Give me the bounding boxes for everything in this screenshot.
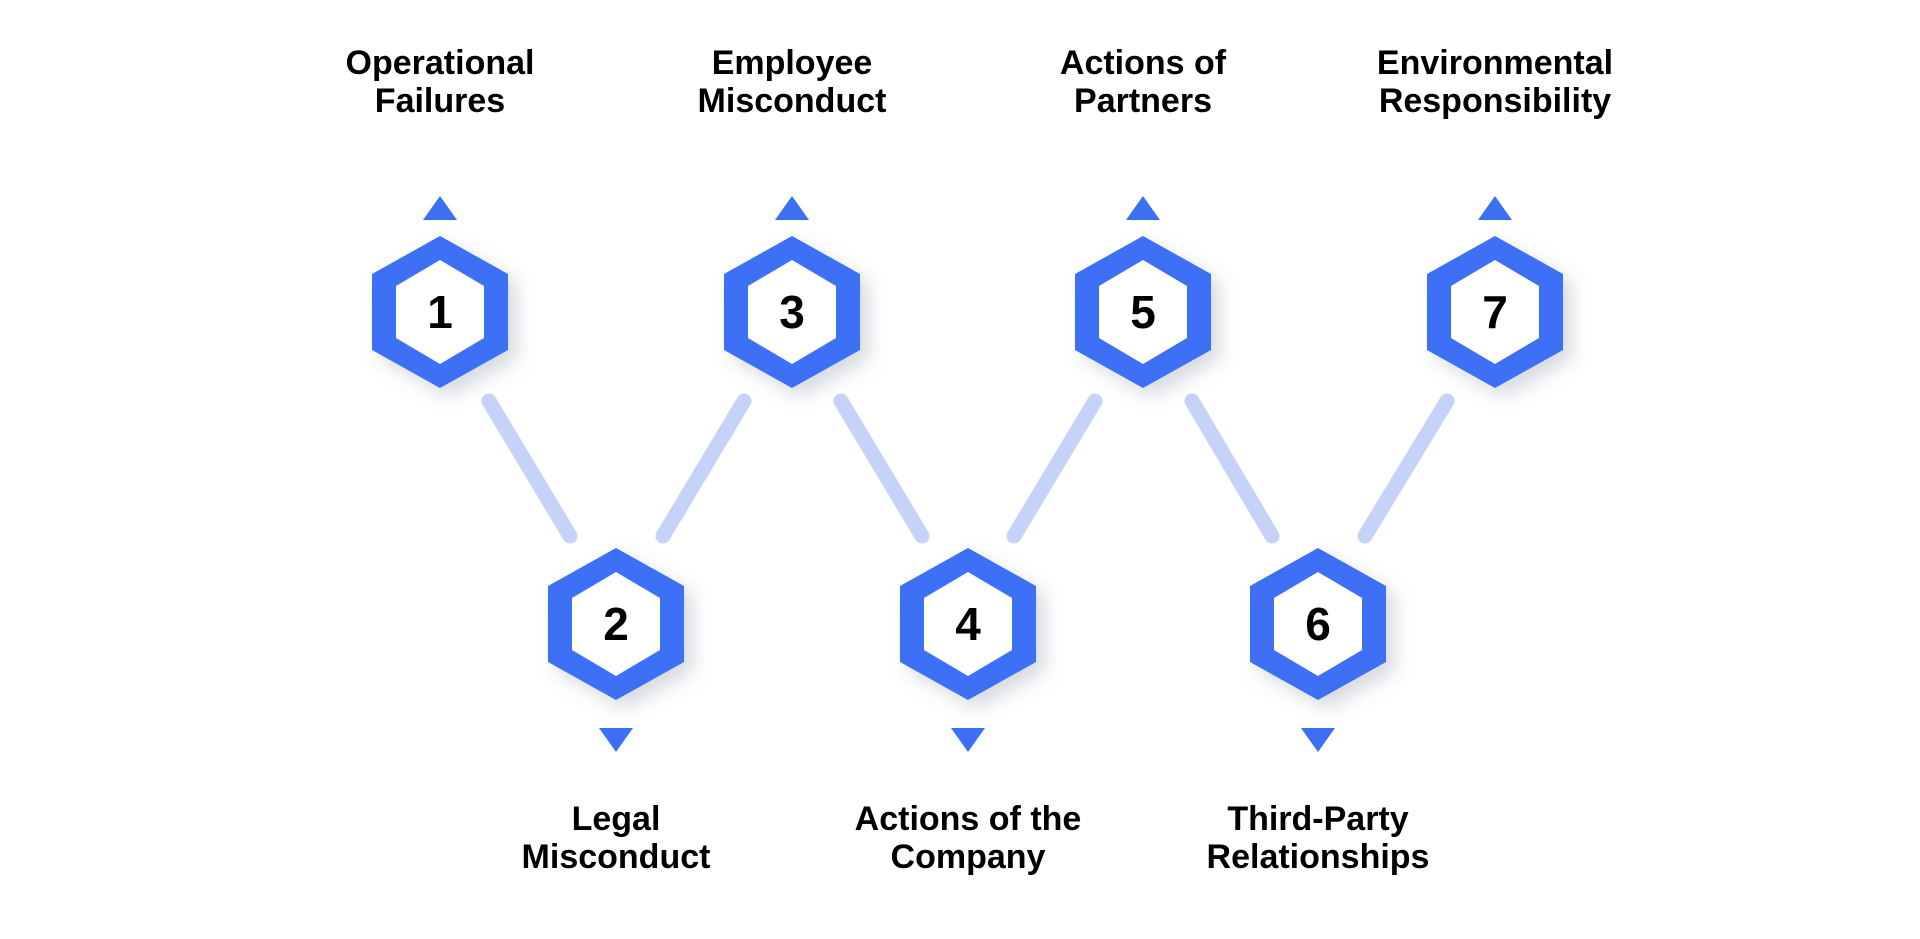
hexagon-node-2[interactable]: 2 xyxy=(540,540,692,708)
hexagon-core xyxy=(1274,572,1362,676)
hexagon-node-4[interactable]: 4 xyxy=(892,540,1044,708)
node-number-7: 7 xyxy=(1482,286,1508,338)
arrow-down-icon-2 xyxy=(599,728,633,752)
node-number-4: 4 xyxy=(955,598,981,650)
hexagon-core xyxy=(924,572,1012,676)
node-label-2: Legal Misconduct xyxy=(521,800,711,877)
hexagon-shape-5 xyxy=(1075,236,1211,388)
arrow-up-icon-7 xyxy=(1478,196,1512,220)
node-label-7: Environmental Responsibility xyxy=(1376,44,1614,121)
node-label-6: Third-Party Relationships xyxy=(1206,800,1430,877)
arrow-up-icon-3 xyxy=(775,196,809,220)
hexagon-core xyxy=(748,260,836,364)
hexagon-core xyxy=(1451,260,1539,364)
node-number-6: 6 xyxy=(1305,598,1331,650)
hexagon-node-5[interactable]: 5 xyxy=(1067,228,1219,396)
node-number-2: 2 xyxy=(603,598,629,650)
hexagon-core xyxy=(396,260,484,364)
hexagon-node-1[interactable]: 1 xyxy=(364,228,516,396)
hexagon-shape-1 xyxy=(372,236,508,388)
node-label-3: Employee Misconduct xyxy=(697,44,887,121)
arrow-down-icon-4 xyxy=(951,728,985,752)
hexagon-shape-7 xyxy=(1427,236,1563,388)
node-number-3: 3 xyxy=(779,286,805,338)
node-label-4: Actions of the Company xyxy=(854,800,1082,877)
node-label-5: Actions of Partners xyxy=(1059,44,1227,121)
hexagon-node-3[interactable]: 3 xyxy=(716,228,868,396)
hexagon-shape-3 xyxy=(724,236,860,388)
hexagon-shape-4 xyxy=(900,548,1036,700)
arrow-down-icon-6 xyxy=(1301,728,1335,752)
node-label-1: Operational Failures xyxy=(345,44,535,121)
node-number-1: 1 xyxy=(427,286,453,338)
hexagon-node-6[interactable]: 6 xyxy=(1242,540,1394,708)
node-number-5: 5 xyxy=(1130,286,1156,338)
hexagon-shape-6 xyxy=(1250,548,1386,700)
hexagon-core xyxy=(1099,260,1187,364)
hexagon-node-7[interactable]: 7 xyxy=(1419,228,1571,396)
hexagon-core xyxy=(572,572,660,676)
hexagon-shape-2 xyxy=(548,548,684,700)
arrow-up-icon-5 xyxy=(1126,196,1160,220)
arrow-up-icon-1 xyxy=(423,196,457,220)
